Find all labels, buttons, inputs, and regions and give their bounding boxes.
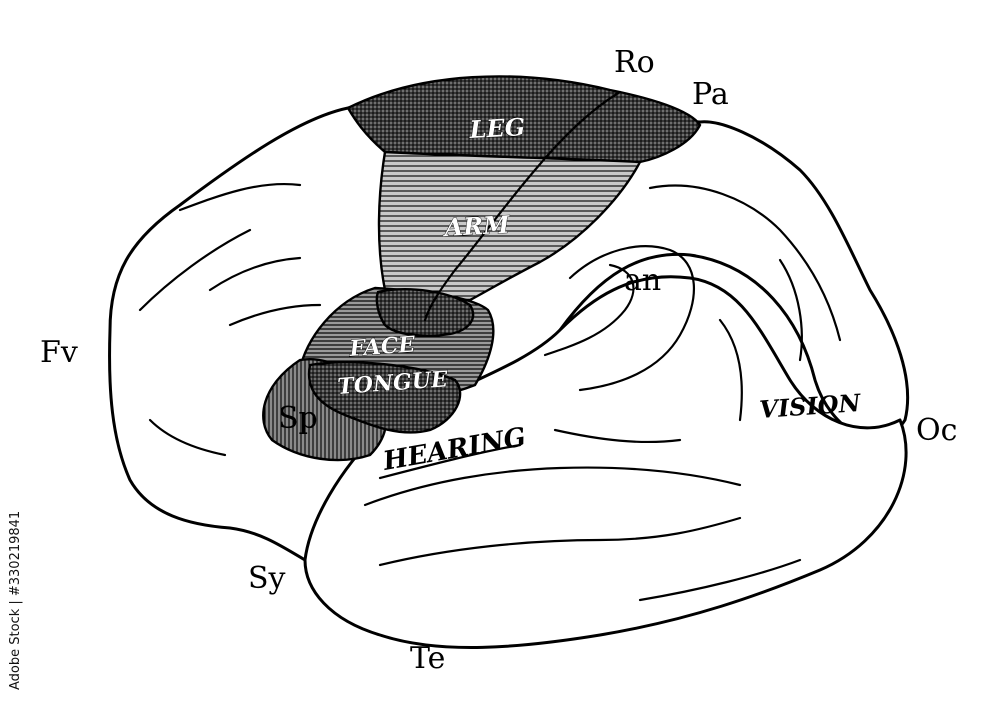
an-label: an (624, 263, 661, 298)
fv-label: Fv (40, 335, 78, 370)
stock-id-text: Adobe Stock | #330219841 (8, 510, 23, 690)
ro-label: Ro (614, 45, 655, 80)
arm-label: ARM (442, 210, 512, 243)
vision-label: VISION (758, 388, 862, 424)
sulcus-occipital-2 (778, 258, 803, 362)
leg-label: LEG (468, 112, 526, 144)
face-label: FACE (348, 331, 418, 362)
central-sulcus (423, 90, 622, 322)
sulcus-occipital-1 (718, 318, 743, 422)
speech-label: Sp (278, 401, 318, 436)
te-label: Te (410, 641, 445, 676)
temporal-lobe-outline (303, 275, 908, 649)
sulcus-temporal-3 (553, 428, 682, 444)
sulcus-frontal-4 (228, 303, 322, 327)
sulcus-frontal-1 (138, 228, 252, 312)
sy-label: Sy (248, 561, 286, 596)
sulcus-temporal-1 (363, 466, 742, 507)
sulcus-parietal-2 (568, 245, 696, 392)
sulcus-angular (543, 263, 635, 357)
sulcus-frontal-3 (208, 256, 302, 292)
sulcus-parietal-1 (648, 184, 842, 342)
sulcus-frontal-5 (148, 418, 227, 457)
sulcus-frontal-2 (178, 182, 302, 212)
stock-watermark: Adobe Stock | #330219841 (6, 470, 30, 690)
sulcus-temporal-2 (378, 516, 742, 567)
pa-label: Pa (692, 77, 729, 112)
oc-label: Oc (916, 413, 957, 448)
arm-region (377, 150, 642, 302)
hearing-underline (378, 443, 522, 480)
sulcus-temporal-4 (638, 558, 802, 602)
tongue-region (307, 361, 462, 434)
